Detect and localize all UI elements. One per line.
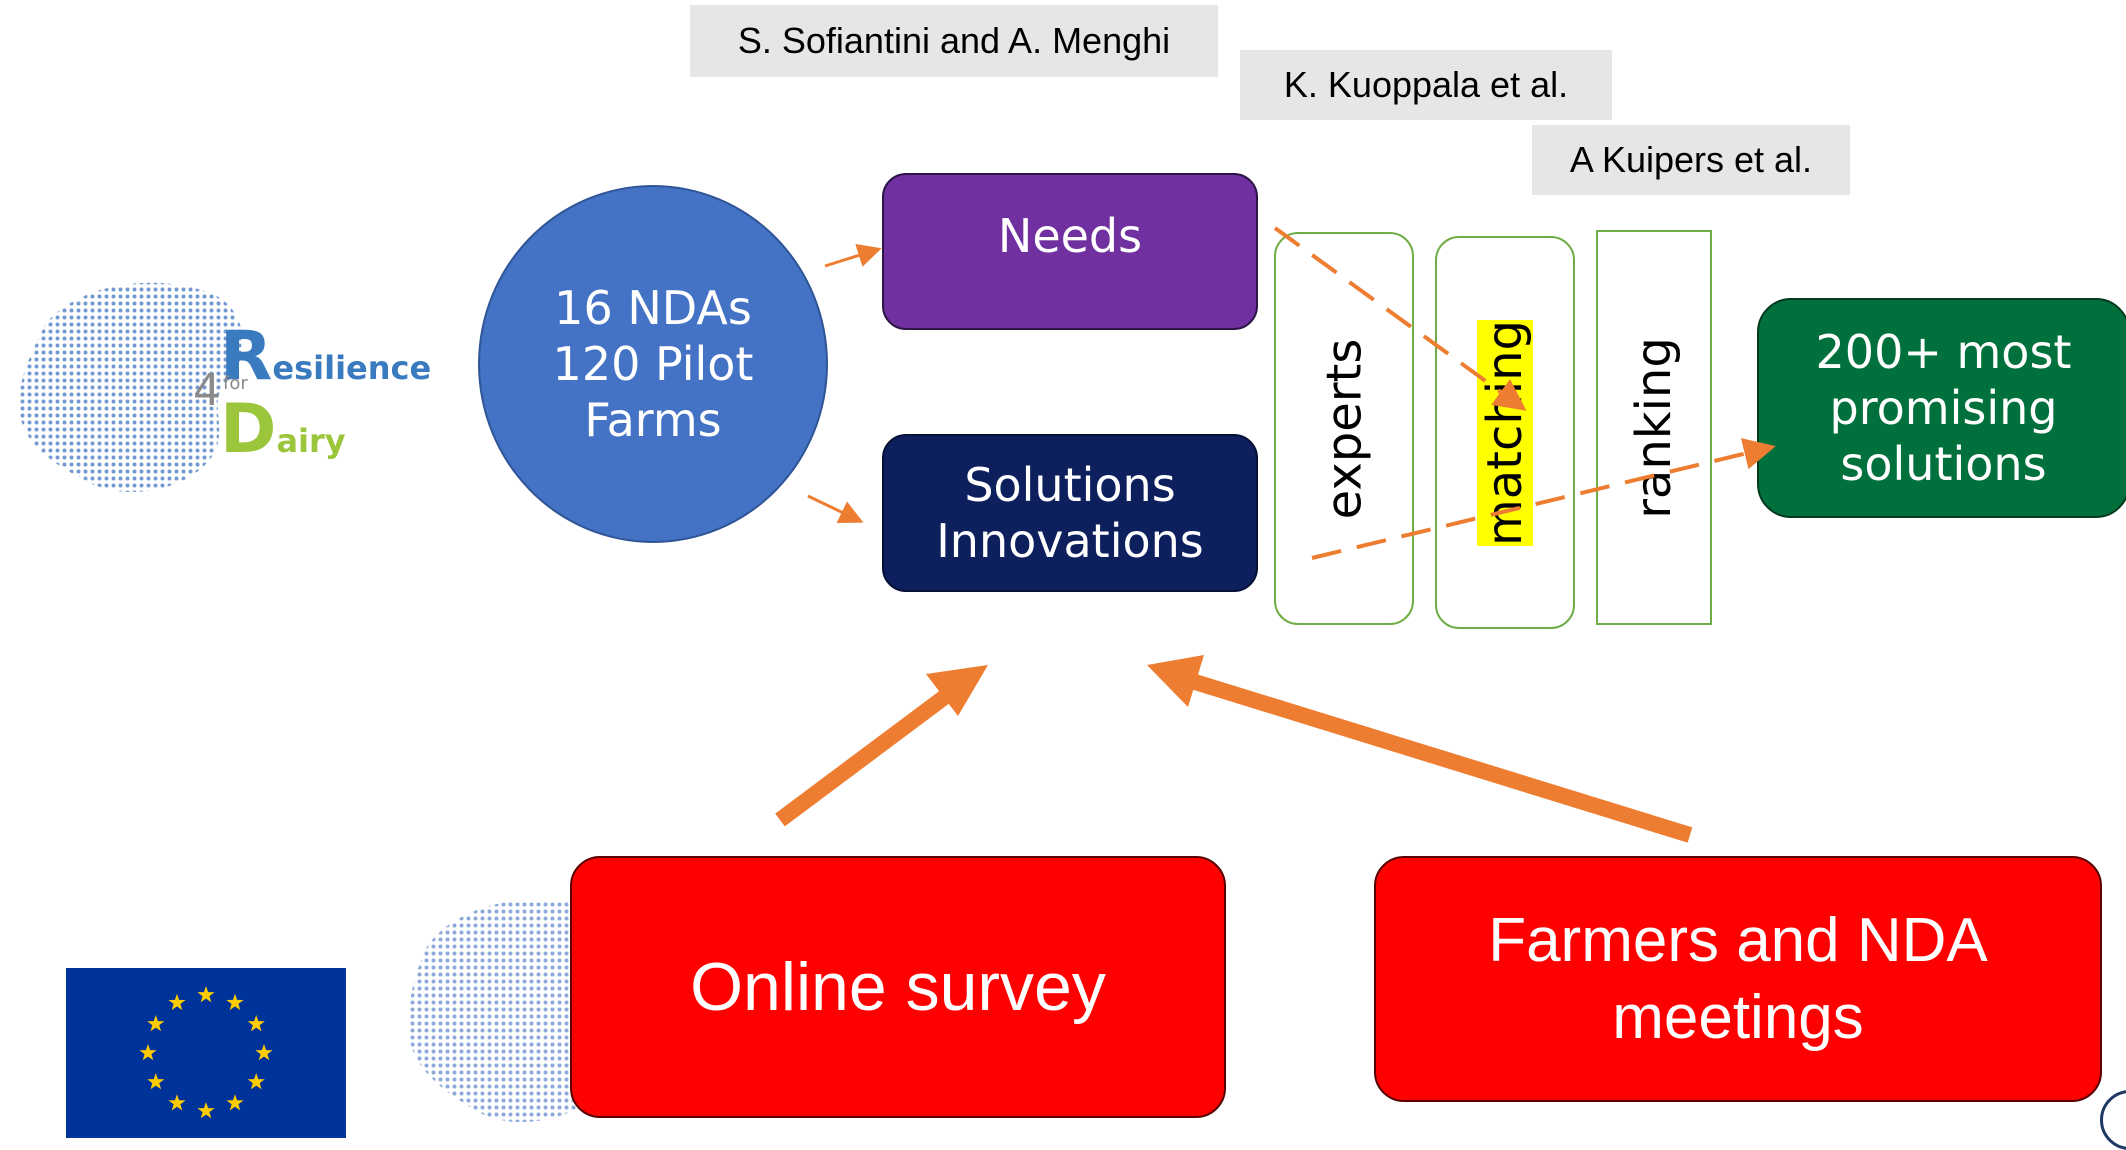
meetings-line-1: Farmers and NDA — [1488, 905, 1988, 975]
stage-experts: experts — [1274, 232, 1414, 625]
dashed-arrow-solutions-to-result — [1311, 438, 1776, 560]
result-line-1: 200+ most — [1815, 324, 2072, 379]
eu-star-icon — [247, 1073, 265, 1090]
solutions-label: Solutions — [964, 457, 1176, 512]
innovations-label: Innovations — [936, 514, 1204, 568]
logo-text-airy: airy — [276, 422, 346, 460]
stage-ranking: ranking — [1596, 230, 1712, 625]
thick-arrow-meetings-head — [1147, 655, 1204, 707]
logo-text-for: for — [223, 373, 248, 394]
farmers-nda-meetings-box: Farmers and NDA meetings — [1374, 856, 2102, 1102]
online-survey-box: Online survey — [570, 856, 1226, 1118]
resilience-logo: Resilience 4 for Dairy — [5, 265, 445, 505]
result-line-2: promising — [1829, 380, 2058, 435]
logo-number-four: 4 — [193, 365, 221, 416]
thick-arrow-online-survey — [775, 686, 955, 827]
author-label-kuoppala: K. Kuoppala et al. — [1240, 50, 1612, 120]
eu-star-icon — [147, 1073, 165, 1090]
thick-arrow-meetings — [1192, 674, 1693, 843]
eu-star-icon — [139, 1044, 157, 1061]
needs-box: Needs — [882, 173, 1258, 330]
eu-flag-icon — [66, 968, 346, 1138]
author-label-sofiantini: S. Sofiantini and A. Menghi — [690, 5, 1218, 77]
stage-matching: matching — [1435, 236, 1575, 629]
circle-line-farms: Farms — [584, 393, 722, 448]
eu-star-icon — [226, 993, 244, 1011]
eu-star-icon — [226, 1094, 244, 1111]
logo-letter-r: R — [220, 317, 273, 396]
logo-wordmark-resilience: Resilience — [220, 317, 431, 396]
author-label-kuipers: A Kuipers et al. — [1532, 125, 1850, 195]
eu-star-icon — [255, 1044, 273, 1061]
promising-solutions-box: 200+ most promising solutions — [1757, 298, 2126, 518]
eu-star-icon — [247, 1015, 265, 1032]
europe-map-dots-icon — [19, 282, 244, 492]
nda-pilot-farms-circle: 16 NDAs 120 Pilot Farms — [478, 185, 828, 543]
logo-text-esilience: esilience — [272, 349, 432, 387]
eu-star-icon — [147, 1015, 165, 1032]
eu-star-icon — [168, 993, 186, 1011]
meetings-line-2: meetings — [1612, 983, 1864, 1052]
circle-line-ndas: 16 NDAs — [554, 280, 752, 335]
logo-wordmark-dairy: Dairy — [220, 390, 346, 469]
thick-arrow-online-survey-head — [926, 665, 988, 716]
arrow-circle-to-solutions — [807, 494, 864, 524]
eu-star-icon — [197, 1102, 215, 1119]
dashed-arrow-needs-to-matching — [1273, 226, 1527, 411]
circle-line-pilot: 120 Pilot — [552, 336, 754, 391]
arrow-circle-to-needs — [824, 243, 882, 268]
eu-star-icon — [197, 986, 215, 1003]
result-line-3: solutions — [1840, 437, 2047, 492]
solutions-innovations-box: Solutions Innovations — [882, 434, 1258, 592]
logo-letter-d: D — [220, 390, 277, 469]
eu-star-icon — [168, 1094, 186, 1111]
